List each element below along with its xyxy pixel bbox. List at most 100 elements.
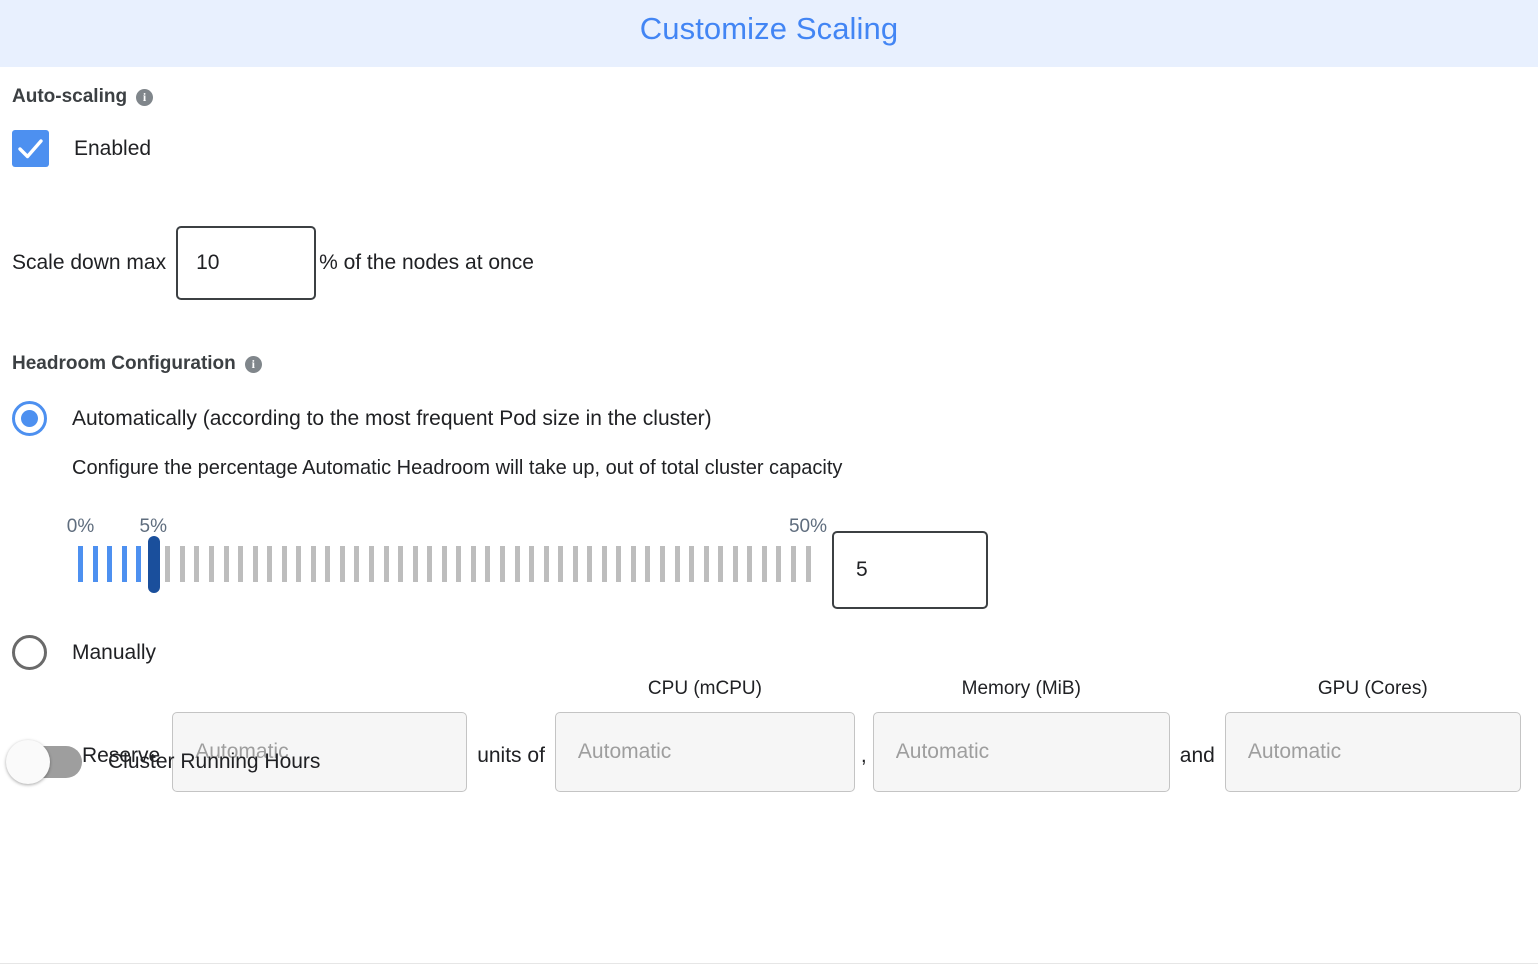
headroom-slider-block: 0% 5% 50%	[12, 510, 1526, 609]
info-icon[interactable]: i	[244, 355, 262, 373]
slider-tick	[572, 546, 578, 582]
slider-tick	[645, 546, 651, 582]
and-label: and	[1179, 744, 1215, 767]
autoscaling-heading-label: Auto-scaling	[12, 86, 128, 107]
reserve-units-field	[172, 678, 468, 792]
slider-tick	[718, 546, 724, 582]
slider-tick	[660, 546, 665, 582]
slider-tick	[179, 546, 185, 582]
slider-tick	[543, 546, 549, 582]
slider-tick	[267, 546, 273, 582]
slider-tick	[398, 546, 404, 582]
slider-tick	[165, 546, 171, 582]
reserve-cpu-field: CPU (mCPU)	[554, 678, 855, 792]
slider-tick	[121, 546, 127, 582]
reserve-units-input[interactable]	[172, 712, 468, 792]
slider-tick	[470, 546, 476, 582]
cluster-running-hours-toggle[interactable]	[6, 740, 82, 784]
headroom-value-input[interactable]	[832, 531, 988, 609]
radio-headroom-automatic[interactable]	[12, 401, 47, 436]
headroom-automatic-row: Automatically (according to the most fre…	[12, 401, 1526, 436]
slider-tick	[383, 546, 389, 582]
slider-tick	[281, 546, 287, 582]
slider-tick	[616, 546, 622, 582]
autoscaling-enabled-checkbox[interactable]	[12, 130, 49, 167]
reserve-gpu-input[interactable]	[1224, 712, 1521, 792]
radio-headroom-manually[interactable]	[12, 635, 47, 670]
check-icon	[18, 139, 43, 159]
slider-thumb[interactable]	[147, 536, 160, 593]
slider-tick	[107, 546, 113, 582]
slider-tick	[441, 546, 447, 582]
slider-tick	[208, 546, 214, 582]
scale-down-max-row: Scale down max % of the nodes at once	[12, 226, 1526, 300]
autoscaling-enabled-row: Enabled	[12, 130, 1526, 167]
headroom-section-heading: Headroom Configuration i	[12, 353, 1526, 375]
slider-tick	[601, 546, 607, 582]
slider-tick	[514, 546, 520, 582]
slider-tick	[369, 546, 374, 582]
slider-tick-track[interactable]	[78, 546, 818, 582]
cluster-running-hours-row: Cluster Running Hours	[6, 740, 321, 784]
slider-tick	[558, 546, 564, 582]
reserve-cpu-input[interactable]	[554, 712, 855, 792]
slider-tick	[689, 546, 695, 582]
scale-down-max-suffix: % of the nodes at once	[319, 251, 534, 274]
reserve-gpu-header: GPU (Cores)	[1317, 678, 1428, 699]
reserve-memory-input[interactable]	[872, 712, 1170, 792]
slider-tick	[92, 546, 98, 582]
slider-tick	[587, 546, 593, 582]
page-title: Customize Scaling	[639, 11, 899, 46]
cluster-running-hours-label: Cluster Running Hours	[108, 750, 321, 773]
slider-tick	[630, 546, 636, 582]
slider-max-label: 50%	[788, 516, 828, 537]
headroom-automatic-description: Configure the percentage Automatic Headr…	[72, 457, 843, 479]
slider-tick	[136, 546, 142, 582]
reserve-label: Reserve	[82, 744, 161, 767]
info-icon[interactable]: i	[136, 88, 154, 106]
autoscaling-enabled-label: Enabled	[74, 136, 152, 160]
slider-current-label: 5%	[139, 516, 167, 537]
slider-tick	[339, 546, 345, 582]
headroom-automatic-label: Automatically (according to the most fre…	[72, 406, 712, 430]
headroom-manual-label: Manually	[72, 640, 157, 664]
slider-tick	[238, 546, 244, 582]
slider-tick	[703, 546, 709, 582]
slider-tick	[499, 546, 505, 582]
headroom-heading-label: Headroom Configuration	[12, 353, 236, 374]
slider-tick	[776, 546, 782, 582]
slider-tick	[296, 546, 302, 582]
slider-tick	[674, 546, 680, 582]
scale-down-max-input[interactable]	[176, 226, 317, 300]
toggle-knob	[6, 740, 50, 784]
reserve-cpu-header: CPU (mCPU)	[647, 678, 762, 699]
slider-tick	[78, 546, 83, 582]
slider-tick	[456, 546, 462, 582]
slider-tick	[427, 546, 433, 582]
slider-tick	[805, 546, 811, 582]
slider-tick	[412, 546, 418, 582]
slider-tick	[252, 546, 258, 582]
slider-min-label: 0%	[66, 516, 95, 537]
slider-tick	[732, 546, 738, 582]
bottom-divider	[0, 963, 1538, 964]
slider-tick	[310, 546, 316, 582]
slider-tick	[354, 546, 360, 582]
slider-tick	[761, 546, 767, 582]
slider-tick	[790, 546, 796, 582]
units-of-label: units of	[477, 744, 545, 767]
slider-tick	[485, 546, 491, 582]
slider-tick	[223, 546, 229, 582]
headroom-slider[interactable]: 0% 5% 50%	[67, 510, 827, 600]
headroom-manual-row: Manually	[12, 635, 1526, 670]
slider-tick	[325, 546, 331, 582]
reserve-memory-field: Memory (MiB)	[872, 678, 1170, 792]
autoscaling-section-heading: Auto-scaling i	[12, 86, 1526, 108]
slider-tick	[194, 546, 200, 582]
slider-tick	[529, 546, 535, 582]
comma-separator: ,	[860, 744, 867, 767]
slider-tick	[747, 546, 753, 582]
dialog-body: Auto-scaling i Enabled Scale down max % …	[0, 86, 1538, 792]
reserve-gpu-field: GPU (Cores)	[1224, 678, 1521, 792]
scale-down-max-label: Scale down max	[12, 251, 167, 274]
